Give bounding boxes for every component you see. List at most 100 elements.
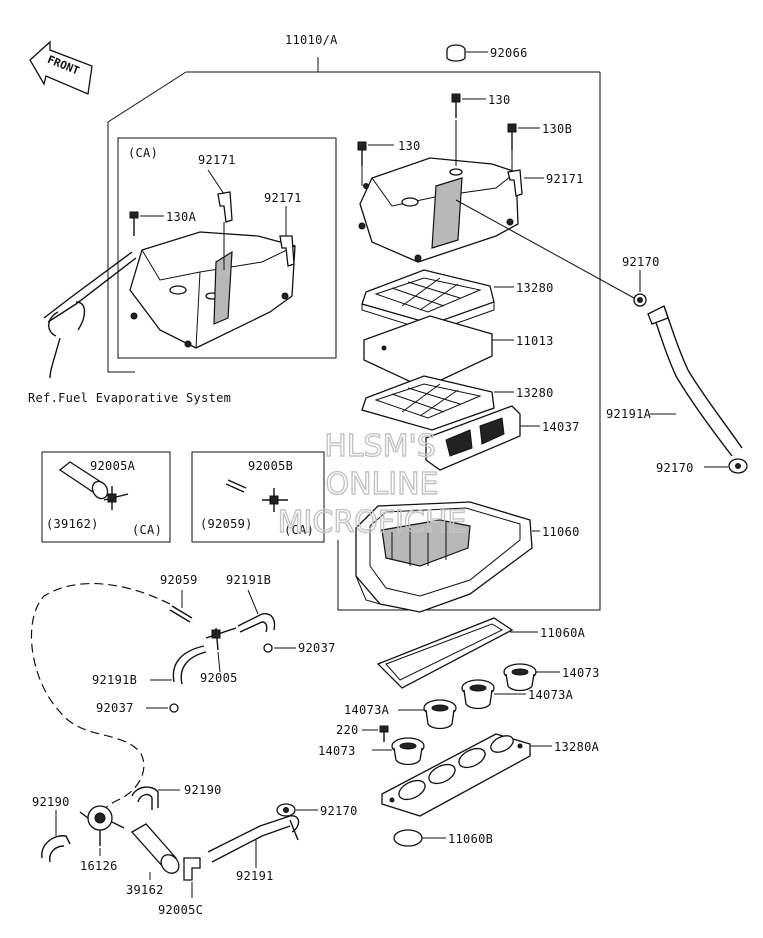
label-92066: 92066 — [490, 46, 528, 60]
clip-92171-part — [507, 169, 523, 197]
watermark-line-1: HLSM'S — [324, 429, 436, 464]
label-92171-ca-a: 92171 — [198, 153, 236, 167]
funnel-14073a-right-part — [461, 679, 495, 710]
label-39162-ca: (39162) — [46, 517, 99, 531]
label-92171-ca-b: 92171 — [264, 191, 302, 205]
fitting-92005a-part — [103, 486, 129, 510]
filter-frame-13280-top-part — [361, 269, 495, 333]
ca-bolt-130a — [129, 211, 139, 236]
front-arrow-icon: FRONT — [29, 40, 93, 95]
label-130-left: 130 — [398, 139, 421, 153]
label-92037-left: 92037 — [96, 701, 134, 715]
fitting-92005c-part — [183, 857, 201, 881]
label-13280-top: 13280 — [516, 281, 554, 295]
cap-92066-part — [446, 44, 466, 62]
label-92170-top: 92170 — [622, 255, 660, 269]
elbow-92190-left-part — [41, 835, 71, 863]
label-92005: 92005 — [200, 671, 238, 685]
bolt-130b-part — [507, 123, 517, 170]
filter-element-11013-part — [363, 315, 493, 389]
pipe-92059-part — [169, 605, 193, 623]
label-11060b: 11060B — [448, 832, 493, 846]
label-130-top: 130 — [488, 93, 511, 107]
valve-16126-part — [79, 805, 125, 846]
ca-clip-92171-a — [217, 191, 233, 270]
funnel-14073-right-part — [503, 663, 537, 692]
filter-frame-13280-mid-part — [361, 375, 495, 431]
hose-92191b-left-part — [172, 645, 207, 685]
clamp-92037-right-part — [263, 643, 273, 653]
label-130b: 130B — [542, 122, 572, 136]
label-92059-ca: (92059) — [200, 517, 253, 531]
label-92191b-left: 92191B — [92, 673, 137, 687]
label-ca-b: (CA) — [284, 523, 314, 537]
cover-hose-leader — [455, 199, 635, 299]
label-92005b: 92005B — [248, 459, 293, 473]
funnel-14073a-left-part — [423, 699, 457, 730]
label-14073-left: 14073 — [318, 744, 356, 758]
label-14073-right: 14073 — [562, 666, 600, 680]
filter-39162-part — [130, 823, 180, 874]
clamp-92037-left-part — [169, 703, 179, 713]
label-ca-a: (CA) — [132, 523, 162, 537]
elbow-92190-mid-part — [131, 786, 159, 810]
label-92190-mid: 92190 — [184, 783, 222, 797]
label-92191b-top: 92191B — [226, 573, 271, 587]
inset-box-92005b — [191, 451, 325, 543]
label-11013: 11013 — [516, 334, 554, 348]
label-92190-left: 92190 — [32, 795, 70, 809]
airbox-housing-11060-part — [355, 501, 533, 613]
ca-cover-part — [129, 231, 296, 349]
label-11060: 11060 — [542, 525, 580, 539]
label-13280-mid: 13280 — [516, 386, 554, 400]
label-16126: 16126 — [80, 859, 118, 873]
label-92005a: 92005A — [90, 459, 136, 473]
inset-box-92005a — [41, 451, 171, 543]
label-92191: 92191 — [236, 869, 274, 883]
label-39162: 39162 — [126, 883, 164, 897]
label-92059: 92059 — [160, 573, 198, 587]
label-92171-right: 92171 — [546, 172, 584, 186]
label-11010-a: 11010/A — [285, 33, 338, 47]
gasket-11060a-part — [376, 617, 514, 689]
cover-part — [358, 157, 519, 263]
funnel-14073-left-part — [391, 737, 425, 766]
label-13280a: 13280A — [554, 740, 600, 754]
label-14037: 14037 — [542, 420, 580, 434]
label-11060a: 11060A — [540, 626, 586, 640]
label-92037-right: 92037 — [298, 641, 336, 655]
pipe-92059-ca-part — [225, 479, 247, 493]
watermark-line-3: MICROFICHE — [278, 505, 467, 540]
hose-92191b-top-part — [237, 613, 276, 633]
bolt-130-top-part — [451, 93, 461, 166]
filter-39162-ca-part — [58, 461, 109, 500]
watermark: HLSM'S ONLINE MICROFICHE — [277, 428, 467, 540]
label-92005c: 92005C — [158, 903, 203, 917]
label-92170-bottom: 92170 — [320, 804, 358, 818]
label-220: 220 — [336, 723, 359, 737]
fitting-92005-part — [205, 627, 237, 651]
label-ca-box: (CA) — [128, 146, 158, 160]
hose-92191a-part — [647, 305, 743, 457]
label-92170-mid: 92170 — [656, 461, 694, 475]
clamp-92170-bottom-part — [276, 803, 296, 817]
ca-inset-box — [117, 137, 337, 359]
bolt-130-left-part — [357, 141, 367, 186]
label-130a: 130A — [166, 210, 197, 224]
hose-92191-part — [207, 815, 300, 863]
clamp-92170-mid-part — [728, 458, 748, 474]
o-ring-11060b-part — [393, 829, 423, 847]
ca-clip-92171-b — [279, 235, 295, 267]
clamp-92170-top-part — [633, 293, 647, 307]
label-ref-fuel-evap: Ref.Fuel Evaporative System — [28, 391, 231, 405]
screw-220-part — [379, 725, 389, 742]
screen-14037-part — [425, 405, 521, 471]
label-92191a: 92191A — [606, 407, 652, 421]
label-14073a-right: 14073A — [528, 688, 574, 702]
watermark-line-2: ONLINE — [325, 467, 438, 502]
label-14073a-left: 14073A — [344, 703, 390, 717]
assembly-bracket — [107, 57, 601, 611]
gasket-13280a-part — [381, 733, 531, 817]
fitting-92005b-part — [262, 488, 288, 512]
